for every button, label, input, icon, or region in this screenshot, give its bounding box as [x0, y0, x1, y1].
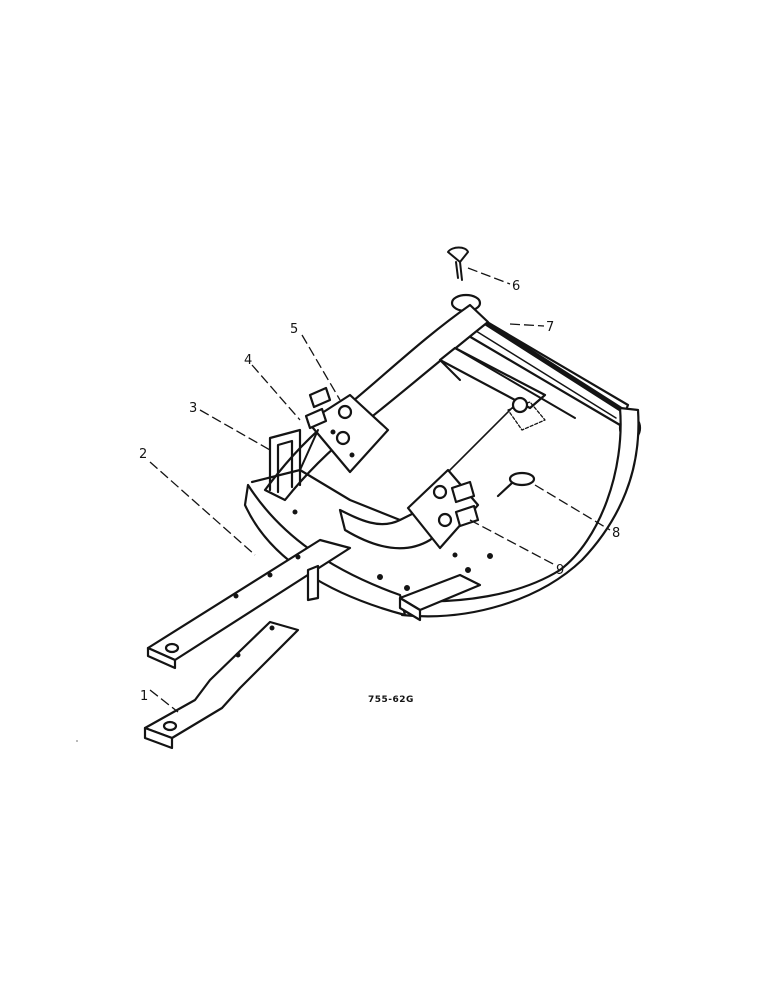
scan-speck: [76, 740, 78, 742]
callout-2: 2: [139, 447, 147, 462]
hitch-pin: [496, 471, 536, 498]
callout-4: 4: [244, 353, 252, 368]
center-plate: [429, 346, 576, 491]
callout-5: 5: [290, 322, 298, 337]
callout-3: 3: [189, 401, 197, 416]
clamp-plate-upper: [299, 386, 390, 474]
left-side-arm: [263, 303, 490, 502]
drawbar: [146, 538, 352, 670]
callout-8: 8: [612, 526, 620, 541]
pin-block: [507, 396, 546, 431]
offset-drawbar-extension: [143, 620, 300, 750]
linch-pin: [447, 246, 469, 281]
u-bolt: [268, 428, 302, 494]
callout-9: 9: [556, 563, 564, 578]
callout-labels: 1 2 3 4 5 6 7 8 9: [139, 279, 620, 704]
callout-1: 1: [140, 689, 148, 704]
leader-lines: [149, 267, 611, 713]
callout-7: 7: [546, 320, 554, 335]
right-foot-block: [398, 552, 493, 622]
callout-6: 6: [512, 279, 520, 294]
reference-code: 755-62G: [368, 695, 414, 705]
